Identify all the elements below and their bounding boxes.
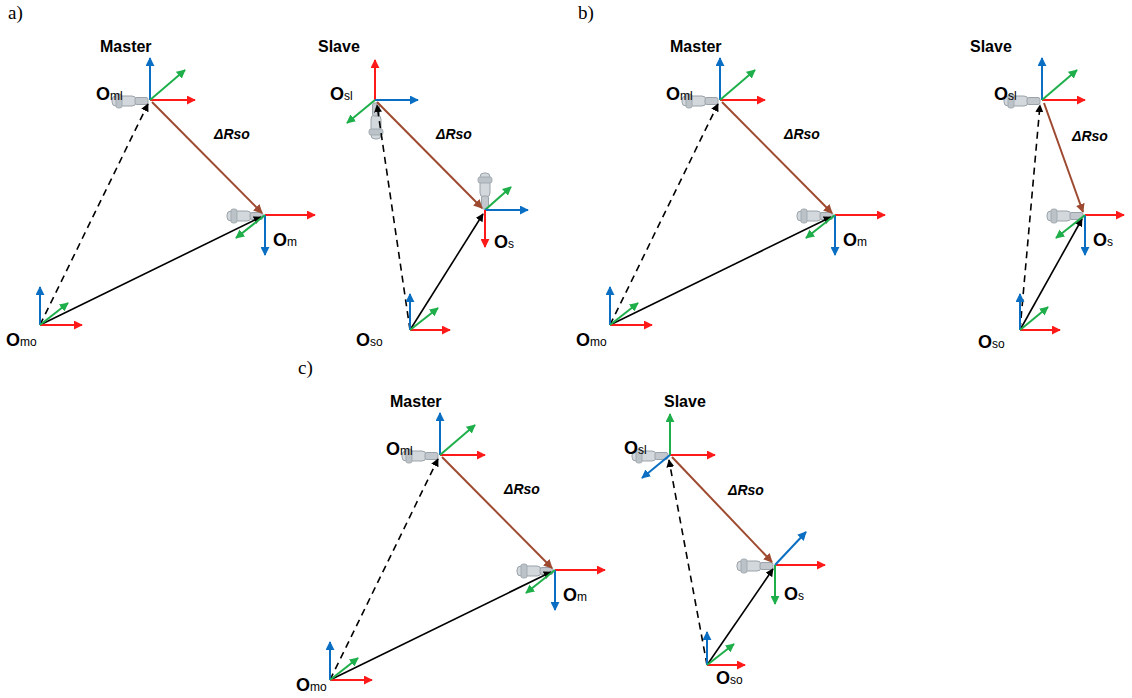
- axis-arrow: [485, 187, 511, 210]
- panel-heading: Slave: [970, 38, 1012, 56]
- axis-arrow: [707, 664, 745, 666]
- frame-label: Omo: [296, 675, 327, 696]
- master-frames-c: [330, 413, 605, 680]
- axis-arrow: [775, 564, 825, 566]
- position-vector: [669, 460, 707, 665]
- slave-frames-a: [347, 60, 528, 330]
- slave-frames-b: [1004, 58, 1124, 330]
- transform-label: ΔRso: [1072, 128, 1108, 144]
- frame-label: Omo: [6, 330, 37, 351]
- axis-arrow: [1085, 214, 1124, 216]
- axis-arrow: [347, 100, 375, 123]
- frame-label: Oso: [978, 332, 1005, 353]
- axis-arrow: [670, 454, 715, 456]
- position-vector: [707, 569, 773, 665]
- axis-arrow: [484, 210, 486, 247]
- frame-label: Oml: [386, 439, 413, 460]
- axis-arrow: [1041, 58, 1043, 100]
- axis-arrow: [1056, 215, 1085, 238]
- position-vector: [377, 105, 410, 330]
- axis-arrow: [1084, 215, 1086, 255]
- axis-arrow: [774, 565, 776, 604]
- frame-label: Oml: [96, 84, 123, 105]
- relative-transform-arrow: [1044, 103, 1083, 212]
- frame-label: Oso: [356, 330, 383, 351]
- transform-label: ΔRso: [504, 481, 540, 497]
- panel-heading: Master: [390, 393, 442, 411]
- panel-letter: b): [578, 2, 594, 24]
- axis-arrow: [1020, 329, 1060, 331]
- panel-heading: Master: [100, 38, 152, 56]
- panel-heading: Slave: [664, 393, 706, 411]
- axis-arrow: [669, 414, 671, 455]
- frame-label: Os: [494, 232, 514, 253]
- axis-arrow: [485, 209, 528, 211]
- frame-label: Om: [273, 230, 297, 251]
- axis-arrow: [374, 60, 376, 100]
- axis-arrow: [707, 644, 734, 665]
- slave-frames-c: [632, 414, 825, 665]
- master-frames-b: [610, 58, 885, 325]
- axis-arrow: [1042, 70, 1077, 100]
- axis-arrow: [1020, 307, 1048, 330]
- gripper-tool: [478, 173, 492, 209]
- transform-label: ΔRso: [784, 126, 820, 142]
- frame-label: Osl: [330, 84, 353, 105]
- transform-label: ΔRso: [436, 126, 472, 142]
- transform-label: ΔRso: [214, 126, 250, 142]
- position-vector: [410, 214, 483, 330]
- frame-label: Os: [1093, 230, 1113, 251]
- panel-heading: Slave: [318, 38, 360, 56]
- axis-arrow: [775, 532, 806, 565]
- axis-arrow: [642, 455, 670, 478]
- axis-arrow: [410, 308, 438, 330]
- frame-label: Os: [784, 584, 804, 605]
- frame-label: Oso: [716, 668, 743, 689]
- position-vector: [1020, 219, 1082, 330]
- panel-letter: c): [298, 357, 313, 379]
- frame-label: Omo: [576, 330, 607, 351]
- transform-label: ΔRso: [728, 482, 764, 498]
- frame-label: Oml: [666, 84, 693, 105]
- frame-label: Om: [843, 230, 867, 251]
- relative-transform-arrow: [672, 457, 772, 562]
- frame-label: Osl: [994, 84, 1017, 105]
- axis-arrow: [706, 632, 708, 665]
- frame-label: Om: [563, 585, 587, 606]
- master-frames-a: [40, 58, 315, 325]
- axis-arrow: [1042, 99, 1085, 101]
- position-vector: [1020, 105, 1040, 330]
- panel-letter: a): [8, 2, 23, 24]
- axis-arrow: [410, 329, 450, 331]
- gripper-tool: [737, 559, 773, 573]
- axis-arrow: [409, 294, 411, 330]
- relative-transform-arrow: [377, 102, 482, 208]
- axis-arrow: [1019, 294, 1021, 330]
- frame-label: Osl: [624, 438, 647, 459]
- axis-arrow: [375, 99, 418, 101]
- panel-heading: Master: [670, 38, 722, 56]
